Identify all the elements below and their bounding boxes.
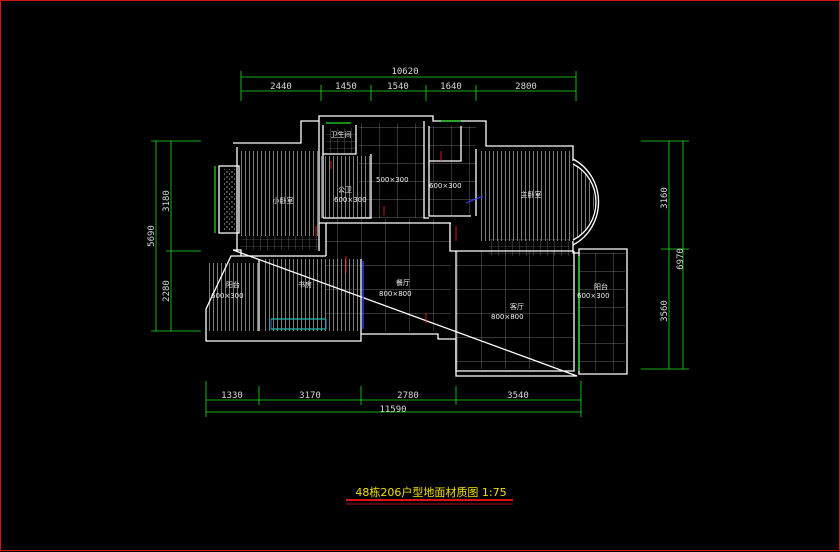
fill-hall (359, 123, 424, 218)
room-label-study: 书房 (298, 280, 312, 289)
room-label-living-size: 800×800 (491, 313, 524, 321)
dim-left-seg-1: 3180 (162, 190, 172, 212)
dimension-bottom (205, 381, 582, 417)
room-label-hall-tile: 500×300 (376, 176, 409, 184)
door-swing-master (465, 195, 484, 204)
fill-kitchen (429, 126, 476, 216)
room-label-balcony-left: 阳台 (226, 280, 240, 289)
room-label-toilet: 卫生间 (331, 130, 352, 139)
fill-planter (223, 169, 239, 231)
fill-bedroom-left (241, 151, 319, 236)
room-label-dining-size: 800×800 (379, 290, 412, 298)
dim-right-total: 6970 (676, 248, 686, 270)
fill-balcony-right (579, 253, 625, 371)
room-label-master-bedroom: 主卧室 (521, 190, 542, 199)
dim-bottom-seg-1: 1330 (221, 391, 243, 401)
room-label-bath-size: 600×300 (334, 196, 367, 204)
fill-master-bedroom (478, 151, 573, 241)
fill-balcony-left (209, 263, 259, 331)
fill-wardrobe-left (241, 236, 319, 250)
room-label-balcony-right-size: 600×300 (577, 292, 610, 300)
dimension-right (641, 140, 689, 370)
dim-top-seg-1: 2440 (270, 82, 292, 92)
room-label-bedroom-left: 小卧室 (273, 196, 294, 205)
dim-right-seg-1: 3160 (660, 187, 670, 209)
room-label-dining: 餐厅 (396, 278, 410, 287)
dim-left-seg-2: 2280 (162, 280, 172, 302)
fill-dining (326, 219, 451, 331)
fill-toilet (326, 128, 356, 154)
dim-top-seg-4: 1640 (440, 82, 462, 92)
fill-bay-window (573, 163, 595, 241)
room-fills (209, 123, 625, 371)
room-label-bath: 公卫 (338, 186, 352, 194)
room-label-living: 客厅 (510, 302, 524, 311)
drawing-title: 48栋206户型地面材质图 1:75 (355, 485, 506, 499)
dim-bottom-seg-4: 3540 (507, 391, 529, 401)
walls (205, 115, 628, 377)
dim-top-seg-5: 2800 (515, 82, 537, 92)
dim-left-total: 5690 (147, 225, 157, 247)
dim-bottom-seg-2: 3170 (299, 391, 321, 401)
fill-living (456, 251, 574, 369)
dimension-left (151, 140, 201, 332)
dim-top-seg-2: 1450 (335, 82, 357, 92)
dim-top-total: 10620 (391, 67, 418, 77)
dim-bottom-seg-3: 2780 (397, 391, 419, 401)
dim-top-seg-3: 1540 (387, 82, 409, 92)
room-label-balcony-left-size: 600×300 (211, 292, 244, 300)
leader-lines (315, 151, 457, 323)
dim-bottom-total: 11590 (379, 405, 406, 415)
room-label-kitchen-tile: 600×300 (429, 182, 462, 190)
room-label-balcony-right: 阳台 (594, 282, 608, 291)
study-desk (270, 318, 327, 330)
dimension-top (240, 71, 577, 101)
dim-right-seg-2: 3560 (660, 300, 670, 322)
